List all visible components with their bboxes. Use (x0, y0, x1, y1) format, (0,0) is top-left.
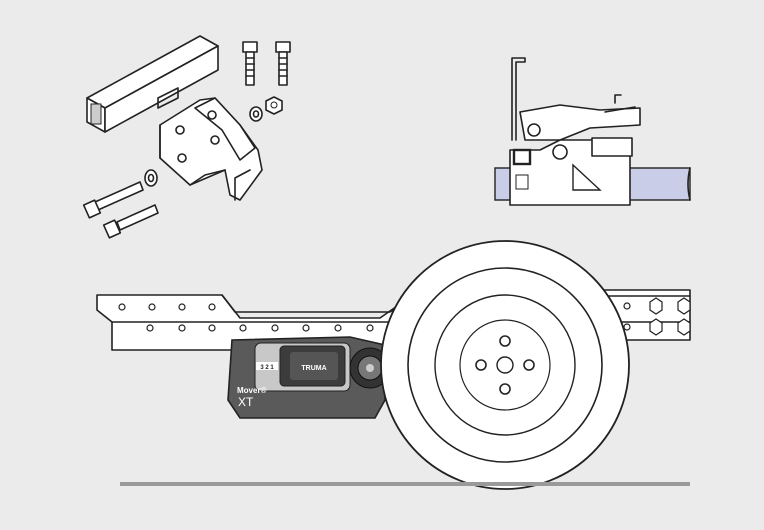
bolt (242, 41, 258, 86)
brand-label: TRUMA (301, 365, 326, 372)
clamp-detail (494, 57, 691, 206)
washer (144, 169, 158, 187)
hook (511, 57, 526, 141)
ground-line (120, 482, 690, 486)
bracket (159, 97, 263, 201)
mover-device: TRUMA 3 2 1 Mover® XT (227, 336, 391, 419)
model-label: XT (238, 395, 254, 409)
model-prefix: Mover® (237, 386, 267, 395)
scale-marks: 3 2 1 (260, 365, 274, 371)
wheel-nuts (475, 335, 535, 395)
hub (496, 356, 514, 374)
washer (249, 106, 263, 122)
square-tube (86, 35, 219, 133)
nut (265, 96, 283, 115)
lever (519, 104, 641, 141)
long-bolt (102, 204, 159, 239)
mounting-kit (82, 35, 291, 239)
bolt (275, 41, 291, 86)
long-bolt (82, 181, 144, 219)
wheel (380, 240, 630, 490)
adjustment-knob (349, 347, 391, 389)
